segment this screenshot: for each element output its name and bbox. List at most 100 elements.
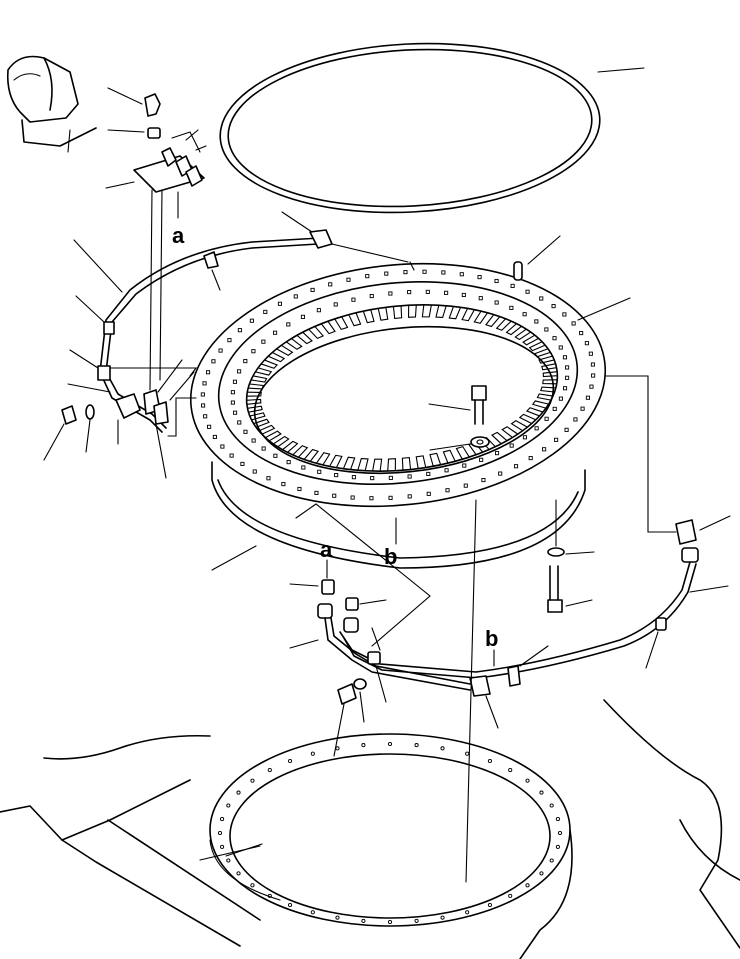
bolt-hole (554, 437, 559, 442)
bolt-hole (266, 476, 271, 481)
lower-bolt (547, 499, 595, 613)
bolt-hole (243, 359, 248, 364)
dowel-pin (513, 235, 561, 281)
frame-hole (487, 902, 492, 908)
bolt-hole (477, 275, 482, 280)
bolt-hole (462, 463, 467, 468)
bolt-hole (281, 482, 286, 487)
bolt-hole (565, 365, 570, 370)
frame-hole (220, 817, 225, 822)
bolt-hole (509, 443, 514, 448)
bolt-hole (297, 486, 302, 492)
gear-tooth (334, 316, 349, 331)
gear-tooth (421, 304, 432, 318)
gear-tooth (320, 320, 336, 335)
gear-tooth (510, 420, 528, 432)
bolt-hole (252, 469, 257, 474)
gear-tooth (250, 375, 268, 383)
gear-tooth (540, 386, 557, 393)
gear-tooth (264, 430, 282, 442)
bolt-hole (251, 438, 256, 443)
marker-a-top: a (172, 223, 185, 248)
bolt-hole (585, 395, 590, 400)
frame-hole (335, 746, 340, 751)
gear-tooth (296, 331, 313, 345)
bolt-hole (388, 291, 393, 296)
bolt-hole (494, 451, 500, 456)
gear-tooth (473, 310, 489, 324)
bolt-hole (207, 424, 212, 429)
frame-hole (387, 741, 393, 747)
swing-circle-bearing (189, 262, 607, 569)
gear-tooth (522, 334, 540, 346)
bolt-hole (370, 476, 375, 481)
frame-hole (508, 893, 513, 898)
gear-tooth (455, 445, 470, 460)
bolt-hole (237, 328, 242, 333)
gear-tooth (377, 306, 389, 321)
bolt-hole (300, 314, 306, 319)
bolt-hole (444, 468, 449, 473)
bolt-hole (369, 293, 374, 299)
bolt-hole (301, 465, 306, 470)
bolt-hole (403, 270, 408, 275)
bolt-hole (263, 309, 268, 314)
gear-tooth (392, 305, 403, 319)
bolt-hole (542, 447, 547, 452)
marker-a-bottom: a (320, 537, 333, 562)
gear-tooth (348, 312, 362, 327)
bolt-hole (422, 269, 427, 274)
bolt-hole (558, 345, 563, 350)
frame-hole (465, 751, 470, 756)
bolt-hole (316, 308, 321, 313)
bolt-hole (426, 471, 431, 477)
gear-tooth (253, 418, 270, 428)
bolt-hole (551, 304, 556, 309)
frame-hole (236, 790, 241, 795)
bolt-hole (407, 494, 412, 499)
gear-tooth (246, 391, 262, 397)
gear-tooth (276, 344, 294, 356)
bolt-hole (565, 375, 570, 380)
frame-hole (310, 910, 315, 915)
bolt-hole (494, 278, 499, 284)
frame-hole (361, 743, 366, 748)
bolt-hole (286, 460, 291, 465)
bolt-hole (237, 369, 242, 374)
frame-hole (525, 778, 530, 783)
bolt-hole (218, 348, 223, 353)
bolt-hole (445, 488, 450, 493)
bolt-hole (564, 427, 569, 432)
bolt-holes (200, 269, 596, 501)
gear-tooth (448, 305, 462, 320)
bolt-hole (539, 296, 544, 301)
bolt-hole (425, 289, 430, 294)
bolt-hole (211, 359, 216, 364)
frame-hole (288, 758, 293, 764)
grease-block (105, 129, 207, 219)
bolt-hole (494, 300, 499, 305)
gear-tooth (542, 371, 558, 378)
bolt-hole (237, 420, 242, 425)
bolt-hole (229, 453, 234, 458)
gear-tooth (485, 314, 501, 328)
gear-tooth (292, 445, 309, 458)
gear-tooth (491, 431, 508, 445)
gear-tooth (531, 400, 550, 409)
gear-tooth (303, 448, 319, 462)
frame-hole (555, 817, 560, 822)
gear-tooth (534, 348, 551, 358)
bolt-hole (240, 461, 245, 466)
revolving-frame (0, 699, 740, 959)
bolt-hole (544, 416, 549, 421)
frame-hole (250, 883, 255, 888)
bolt-hole (261, 339, 266, 344)
gear-tooth (542, 379, 558, 385)
gear-tooth (514, 328, 532, 341)
frame-hole (440, 915, 445, 920)
frame-hole (226, 858, 231, 863)
frame-hole (539, 871, 544, 876)
bolt-hole (317, 469, 322, 474)
bolt-hole (498, 471, 503, 476)
